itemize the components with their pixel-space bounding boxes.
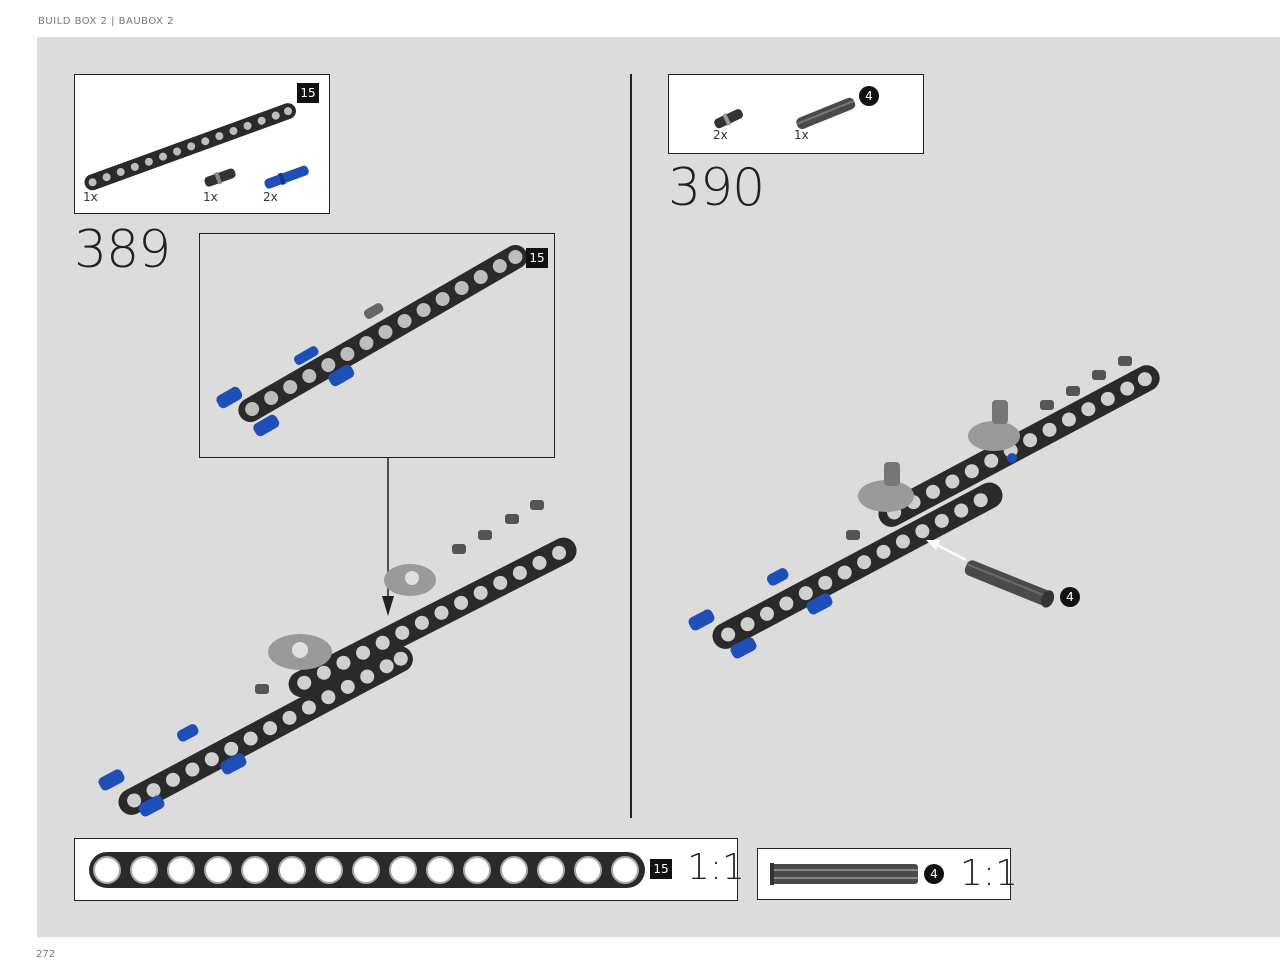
scale-reference-beam: 15 1:1 [74,838,745,901]
axle-quantity: 1x [794,128,809,142]
scale-axle-badge: 4 [924,864,944,884]
scale-axle-ratio: 1:1 [960,853,1018,894]
parts-list-390: 2x 1x 4 [668,74,924,154]
beam-length-badge: 15 [297,83,319,103]
scale-axle-illustration [770,863,918,885]
blue-pin-quantity: 2x [263,190,278,204]
beam-quantity: 1x [83,190,98,204]
axle-length-badge: 4 [859,86,879,106]
scale-beam-ratio: 1:1 [687,847,745,888]
parts-illustration-389 [84,103,309,191]
document-header: BUILD BOX 2 | BAUBOX 2 [38,16,174,27]
parts-list-389: 1x 1x 2x 15 [74,74,330,214]
step-number-390: 390 [668,158,765,218]
scale-beam-badge: 15 [650,859,672,879]
subassembly-callout: 15 [199,233,555,458]
page-number: 272 [36,949,56,960]
subassembly-length-badge: 15 [526,248,548,268]
parts-illustration-390 [714,97,856,130]
connector-quantity: 2x [713,128,728,142]
axle-callout-badge: 4 [1060,587,1080,607]
scale-reference-axle: 4 1:1 [757,848,1018,900]
pin-quantity: 1x [203,190,218,204]
subassembly-illustration [216,245,528,437]
scale-beam-illustration [89,852,645,888]
step-divider [630,74,632,818]
step-number-389: 389 [74,220,171,280]
